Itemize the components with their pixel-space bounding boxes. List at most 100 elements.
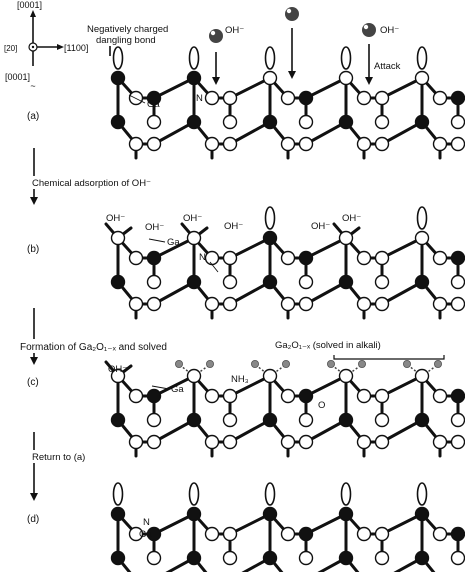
ga-atom (146, 296, 162, 312)
lattice-bond (304, 76, 348, 100)
ga-atom (298, 296, 314, 312)
lattice-bond (152, 512, 196, 536)
solvated-atom (205, 359, 214, 368)
lattice-bond (304, 236, 348, 260)
solvated-bond (408, 365, 423, 377)
ga-atom (204, 250, 220, 266)
ga-atom (146, 114, 162, 130)
ga-atom (450, 274, 465, 290)
solvated-bond (256, 365, 271, 377)
ga-label-b: Ga (167, 237, 180, 248)
solvated-atom (433, 359, 442, 368)
oh-ion-highlight (286, 8, 292, 14)
ga-atom (432, 90, 448, 106)
oh-ion-incoming-3: OH⁻ Attack (362, 23, 401, 85)
lattice-bond (228, 374, 272, 398)
step-tag-d: (d) (27, 514, 39, 525)
n-atom (146, 250, 162, 266)
dangling-bond-label-line1: Negatively charged (87, 24, 168, 35)
lattice-bond (380, 280, 424, 306)
lattice-bond (228, 120, 272, 146)
ga-atom (374, 136, 390, 152)
ga-atom (298, 412, 314, 428)
n-atom (338, 412, 354, 428)
ga-atom (432, 526, 448, 542)
lattice-bond (304, 418, 348, 444)
n-atom (262, 230, 278, 246)
n-label-b: N (199, 252, 206, 263)
attack-label: Attack (374, 61, 401, 72)
n-atom (414, 412, 430, 428)
ga-atom (128, 388, 144, 404)
lattice-bond (380, 418, 424, 444)
n-atom (338, 506, 354, 522)
ga-atom (298, 434, 314, 450)
oh-ion-incoming-2 (285, 7, 299, 79)
transition-arrowhead-3 (30, 493, 38, 501)
lattice-bond (228, 236, 272, 260)
transition-text-bg-2 (18, 339, 256, 353)
ga-atom (374, 250, 390, 266)
oh-label-b3: OH⁻ (183, 213, 202, 224)
dangling-bond-orbital (264, 206, 276, 230)
transition-2: Formation of Ga₂O₁₋ₓ and solved (18, 308, 256, 365)
ga-pointer-a (128, 94, 146, 104)
oh-ion-arrowhead-2 (288, 71, 296, 79)
ga-atom (356, 90, 372, 106)
ga-atom (280, 296, 296, 312)
dangling-bond-orbital (264, 482, 276, 506)
ga-atom (374, 412, 390, 428)
n-atom (450, 250, 465, 266)
ga-atom (128, 296, 144, 312)
n-atom (414, 506, 430, 522)
n-atom (262, 412, 278, 428)
ga-atom (356, 434, 372, 450)
lattice-bond (152, 374, 196, 398)
ga-atom (128, 136, 144, 152)
ga-atom (356, 296, 372, 312)
ga-atom (374, 90, 390, 106)
n-atom (186, 550, 202, 566)
ga-atom (432, 434, 448, 450)
dangling-bond-orbital (264, 46, 276, 70)
transition-text-1: Chemical adsorption of OH⁻ (32, 178, 151, 189)
ga-atom (356, 250, 372, 266)
n-label-a: N (196, 93, 203, 104)
lattice-bond (304, 280, 348, 306)
n-atom (110, 412, 126, 428)
lattice-bond (380, 120, 424, 146)
ga-atom (414, 230, 430, 246)
solvated-atom (357, 359, 366, 368)
ga-atom (222, 434, 238, 450)
ga-atom (222, 136, 238, 152)
ga-atom (146, 136, 162, 152)
ga-label-a: Ga (147, 99, 160, 110)
ga-atom (222, 250, 238, 266)
ga-atom (280, 136, 296, 152)
lattice-bond (380, 76, 424, 100)
ga-atom (298, 114, 314, 130)
oh-ion-label-3: OH⁻ (380, 25, 399, 36)
n-atom (338, 550, 354, 566)
lattice-bond (228, 280, 272, 306)
n-atom (262, 114, 278, 130)
oh-ion-arrowhead-3 (365, 77, 373, 85)
oh-ion-highlight (363, 24, 369, 30)
lattice-bond (228, 76, 272, 100)
lattice-bond (152, 418, 196, 444)
ga-atom (356, 136, 372, 152)
ga-atom (450, 296, 465, 312)
dangling-bond-orbital (112, 46, 124, 70)
axis-bottom-label: [0001] (5, 72, 30, 82)
ga-atom (338, 368, 354, 384)
ga-atom (298, 550, 314, 566)
lattice-layer (104, 46, 465, 572)
ga-atom (146, 434, 162, 450)
lattice-bond (165, 556, 196, 572)
lattice-bond (228, 418, 272, 444)
ga-atom (432, 296, 448, 312)
n-atom (298, 388, 314, 404)
n-atom (262, 506, 278, 522)
ga-atom (450, 136, 465, 152)
ga-atom (204, 296, 220, 312)
